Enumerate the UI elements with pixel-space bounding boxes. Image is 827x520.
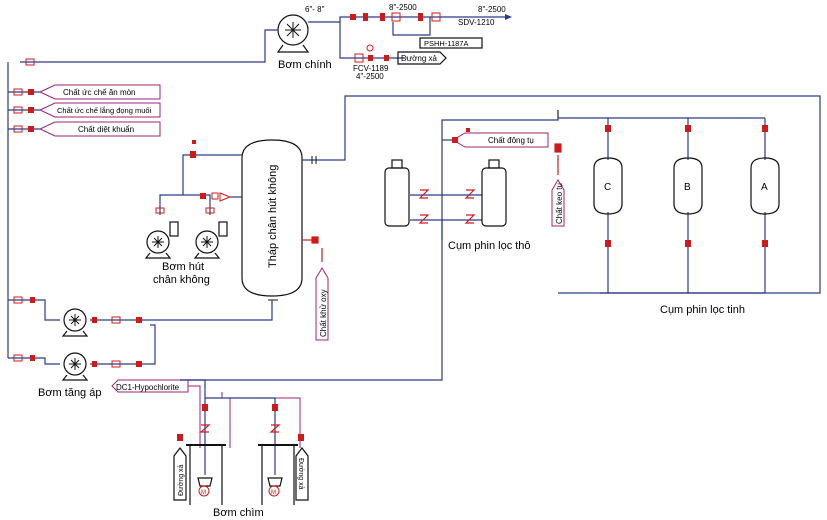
coarse-filter-valves bbox=[418, 189, 476, 224]
vacuum-pump-label-1: Bơm hút bbox=[162, 261, 204, 273]
drain-top-label: Đường xả bbox=[401, 54, 438, 63]
well-right bbox=[258, 444, 298, 505]
flocculant-label: Chất keo tụ bbox=[555, 183, 564, 224]
fine-filter-label: Cụm phin lọc tinh bbox=[660, 304, 745, 316]
chem-tags-left bbox=[38, 84, 161, 137]
tower-valves bbox=[155, 140, 232, 214]
booster-pump-2 bbox=[61, 352, 89, 381]
main-pump-label: Bơm chính bbox=[278, 59, 332, 71]
fine-filter-a bbox=[750, 157, 780, 215]
o2-injection bbox=[302, 236, 323, 262]
flocculant-valve bbox=[554, 143, 562, 175]
pshh-tag: PSHH-1187A bbox=[424, 39, 468, 48]
pipe-size-4-2500: 4"-2500 bbox=[356, 72, 384, 81]
flocculant-tag bbox=[551, 179, 565, 227]
coagulant-tag bbox=[452, 132, 549, 148]
fine-filter-lines bbox=[557, 110, 766, 294]
filter-c-label: C bbox=[604, 182, 611, 193]
pipe-size-8-2500-out: 8"-2500 bbox=[478, 5, 506, 14]
tower-nozzle bbox=[311, 156, 317, 164]
drain-left-label: Đường xả bbox=[178, 464, 185, 496]
main-discharge-line bbox=[20, 16, 505, 63]
oxygen-scavenger-label: Chất khử oxy bbox=[319, 289, 328, 337]
hypochlorite-label: DC1-Hypochlorite bbox=[116, 383, 180, 392]
vacuum-tower bbox=[241, 139, 303, 301]
submersible-valves bbox=[177, 404, 304, 441]
left-header-line bbox=[7, 62, 40, 359]
booster-valves bbox=[13, 296, 142, 368]
fine-filter-c bbox=[593, 157, 623, 215]
fine-filter-b bbox=[673, 157, 703, 215]
o2-tag bbox=[315, 267, 329, 341]
coagulant-valves bbox=[452, 128, 470, 143]
coarse-filter-1 bbox=[384, 159, 410, 227]
chem-scale-label: Chất ức chế lắng đọng muối bbox=[57, 106, 152, 115]
sdv-tag: SDV-1210 bbox=[458, 18, 495, 27]
drain-right-label: Đường xả bbox=[297, 458, 304, 490]
pshh-box bbox=[419, 37, 483, 49]
coarse-filter-2 bbox=[481, 159, 507, 227]
outlet-arrow bbox=[505, 14, 512, 20]
filter-b-label: B bbox=[684, 182, 691, 193]
fine-filter-valves bbox=[605, 125, 768, 247]
motor-left: M bbox=[201, 490, 206, 496]
chem-corrosion-label: Chất ức chế ăn mòn bbox=[63, 88, 136, 97]
vacuum-pump-1 bbox=[144, 221, 179, 259]
vacuum-tower-label: Tháp chân hút không bbox=[267, 165, 279, 268]
submersible-pump-left: M bbox=[197, 477, 213, 497]
submersible-checks bbox=[199, 424, 281, 433]
motor-right: M bbox=[271, 490, 276, 496]
coarse-filter-label: Cụm phin lọc thô bbox=[448, 240, 531, 252]
main-pump bbox=[276, 14, 310, 53]
coagulant-label: Chất đông tụ bbox=[488, 136, 534, 145]
top-line-valves bbox=[350, 12, 441, 63]
filter-a-label: A bbox=[761, 182, 768, 193]
pipe-size-6-8: 6"- 8" bbox=[305, 5, 325, 14]
drain-top-box bbox=[397, 51, 447, 65]
chem-bactericide-label: Chất diệt khuẩn bbox=[78, 125, 134, 134]
drain-right-tag bbox=[295, 447, 309, 501]
vacuum-pump-label-2: chân không bbox=[153, 274, 210, 286]
booster-lines bbox=[40, 299, 156, 365]
booster-pump-label: Bơm tăng áp bbox=[38, 387, 101, 399]
drain-left-tag bbox=[173, 447, 187, 501]
fcv-tag: FCV-1189 bbox=[353, 64, 389, 73]
well-left bbox=[186, 444, 226, 505]
submersible-lines bbox=[180, 379, 276, 475]
pipe-size-8-2500: 8"-2500 bbox=[389, 3, 417, 12]
tower-lines bbox=[150, 95, 821, 321]
submersible-pump-label: Bơm chìm bbox=[213, 507, 264, 519]
left-header-valves bbox=[13, 58, 35, 133]
vacuum-pump-2 bbox=[193, 221, 228, 259]
submersible-pump-right: M bbox=[267, 477, 283, 497]
booster-pump-1 bbox=[61, 308, 89, 337]
